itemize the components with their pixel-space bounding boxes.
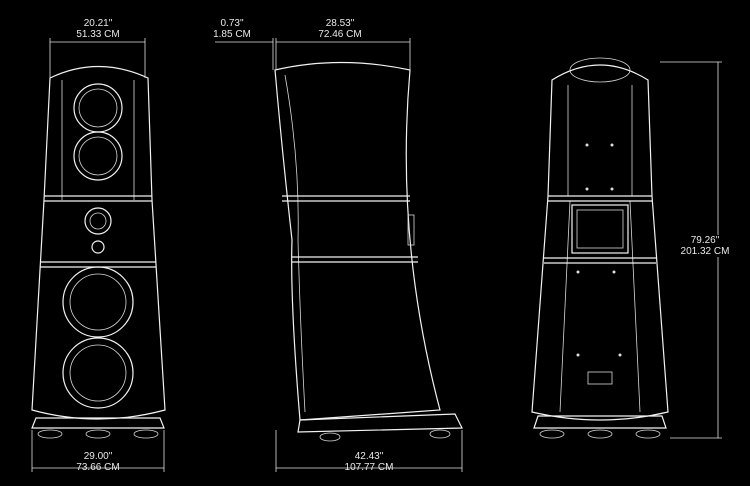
front-width-base-label: 29.00" 73.66 CM (38, 451, 158, 473)
dimension-lines (31, 38, 722, 472)
cm-value: 51.33 CM (76, 29, 120, 40)
height-label: 79.26" 201.32 CM (660, 235, 750, 257)
inches-value: 29.00" (83, 451, 113, 462)
inches-value: 0.73" (220, 18, 244, 29)
side-view (274, 61, 463, 442)
inches-value: 20.21" (83, 18, 113, 29)
inches-value: 79.26" (690, 235, 720, 246)
side-depth-base-label: 42.43" 107.77 CM (309, 451, 429, 473)
front-width-top-label: 20.21" 51.33 CM (38, 18, 158, 40)
cm-value: 1.85 CM (213, 29, 251, 40)
cm-value: 107.77 CM (344, 462, 394, 473)
inches-value: 28.53" (325, 18, 355, 29)
cm-value: 73.66 CM (76, 462, 120, 473)
side-depth-top-label: 28.53" 72.46 CM (280, 18, 400, 40)
front-view (31, 65, 166, 439)
cm-value: 201.32 CM (680, 246, 730, 257)
side-offset-label: 0.73" 1.85 CM (172, 18, 292, 40)
cm-value: 72.46 CM (318, 29, 362, 40)
inches-value: 42.43" (354, 451, 384, 462)
rear-view (531, 57, 669, 439)
